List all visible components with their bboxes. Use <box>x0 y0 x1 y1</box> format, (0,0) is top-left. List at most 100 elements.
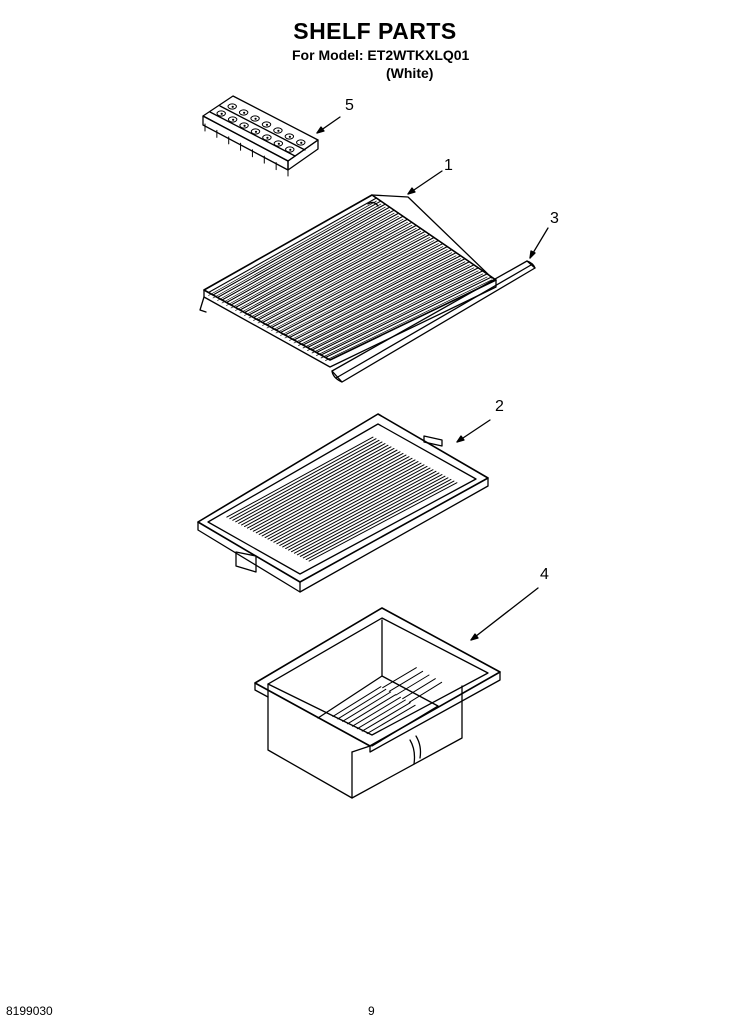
callout-2: 2 <box>495 398 504 415</box>
wire-bar <box>213 201 381 295</box>
model-line: For Model: ET2WTKXLQ01 <box>292 47 470 63</box>
tray-rib <box>268 460 415 539</box>
arrow-2 <box>457 436 464 442</box>
ice-cube-tray <box>203 96 318 176</box>
wire-bar <box>290 253 457 338</box>
tray-rib <box>297 476 445 555</box>
ice-cell-dot <box>254 130 258 133</box>
drawer-rib <box>362 703 410 731</box>
callout-1: 1 <box>444 157 453 174</box>
wire-bar <box>294 259 461 343</box>
tray-rib <box>262 457 409 536</box>
wire-bar <box>281 247 448 333</box>
wire-bar <box>209 198 377 292</box>
tray-rib <box>245 447 391 527</box>
wire-bar <box>254 228 421 317</box>
wire-bar <box>218 207 386 300</box>
tray-rib <box>306 481 454 559</box>
document-number: 8199030 <box>6 1004 53 1018</box>
tray-rib <box>247 448 394 528</box>
ice-cell <box>285 134 293 139</box>
drawer-rib <box>338 689 386 719</box>
wire-bar <box>236 216 404 307</box>
tray-rib <box>242 445 388 525</box>
drawer-rib <box>348 695 396 724</box>
tray-rib <box>250 450 397 530</box>
tray-rib <box>277 465 424 544</box>
wire-bar <box>218 204 386 297</box>
ice-cell-dot <box>220 112 223 115</box>
drawer-rib <box>409 682 441 702</box>
drawer-rib <box>357 700 405 729</box>
wire-bar <box>276 247 443 333</box>
wire-bar <box>303 262 469 345</box>
tray-rib <box>289 471 436 550</box>
wire-bar <box>227 210 395 302</box>
ice-cell <box>240 123 248 128</box>
leader-line-4 <box>471 588 538 640</box>
tray-rib <box>303 479 451 557</box>
crisper-drawer <box>255 608 500 798</box>
wire-bar <box>326 277 492 358</box>
wire-bar <box>222 207 390 300</box>
wire-bar <box>258 234 425 323</box>
wire-bar <box>285 253 452 338</box>
wire-bar <box>321 277 487 358</box>
wire-bar <box>267 241 434 329</box>
ice-cell <box>228 117 236 122</box>
tray-rib <box>271 462 418 541</box>
ice-cell <box>217 111 225 116</box>
wire-bar <box>245 225 412 315</box>
ice-cell <box>228 104 236 109</box>
ice-cell <box>274 141 282 146</box>
page-number: 9 <box>368 1004 375 1018</box>
ice-cell <box>262 122 270 127</box>
arrow-5 <box>317 127 324 133</box>
wire-bar <box>312 271 478 353</box>
ice-cell <box>286 147 294 152</box>
tray-rib <box>227 437 373 517</box>
wire-bar <box>236 219 404 310</box>
ice-cell-dot <box>232 118 235 121</box>
drawer-rib <box>389 671 422 691</box>
wire-bar <box>249 225 416 315</box>
tray-rib <box>253 452 400 531</box>
ice-cell-dot <box>277 142 280 145</box>
tray-rib <box>256 453 403 532</box>
callout-5: 5 <box>345 97 354 114</box>
wire-bar <box>222 210 390 303</box>
drawer-rib <box>396 675 429 695</box>
arrow-3 <box>530 251 535 258</box>
wire-bar <box>258 231 425 320</box>
wire-bar <box>272 244 439 331</box>
tray-rib <box>233 440 379 520</box>
callout-4: 4 <box>540 566 549 583</box>
tray-rib <box>259 455 406 534</box>
drawer-rib <box>367 705 415 733</box>
shelf-tray <box>198 414 488 592</box>
ice-cell <box>297 140 305 145</box>
wire-bar <box>263 237 430 325</box>
wire-bar <box>213 204 381 298</box>
wire-bar <box>285 250 452 335</box>
shelf-trim <box>332 261 535 382</box>
wire-bar <box>326 280 492 361</box>
arrow-1 <box>408 188 415 194</box>
wire-bar <box>308 265 474 348</box>
drawer-rib <box>333 687 381 717</box>
drawer-rib <box>403 679 436 699</box>
ice-cell-dot <box>243 124 246 127</box>
ice-cell-dot <box>254 117 257 120</box>
wire-bar <box>308 268 474 351</box>
tray-rib <box>236 442 382 522</box>
ice-cell-dot <box>288 135 291 138</box>
wire-bar <box>240 222 407 313</box>
wire-bar <box>263 234 430 322</box>
wire-shelf <box>200 195 496 367</box>
tray-rib <box>286 470 433 549</box>
wire-bar <box>254 231 421 320</box>
wire-bar <box>249 228 416 318</box>
wire-bar <box>312 268 478 350</box>
page-title: SHELF PARTS <box>293 18 457 44</box>
